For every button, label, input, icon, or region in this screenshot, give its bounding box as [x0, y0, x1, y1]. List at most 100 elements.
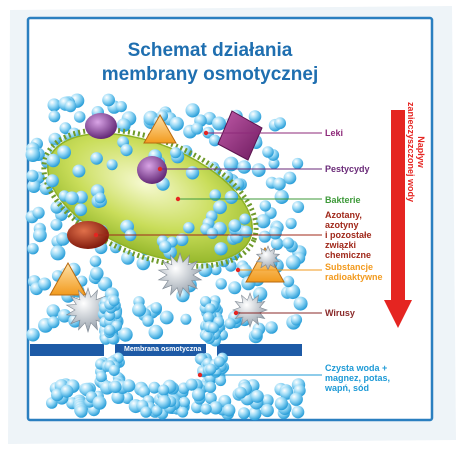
- water-bubble: [90, 152, 103, 165]
- side-label-line-2: zanieczyszczonej wody: [406, 102, 416, 203]
- water-bubble: [201, 330, 213, 342]
- water-bubble: [46, 304, 60, 318]
- water-bubble: [228, 219, 242, 233]
- water-bubble: [291, 405, 305, 419]
- label-azotany-line-4: związki: [325, 240, 357, 250]
- water-bubble: [175, 233, 189, 247]
- title-line-2: membrany osmotycznej: [101, 64, 319, 85]
- water-bubble: [118, 327, 133, 342]
- leader-dot: [93, 232, 99, 238]
- leader-dot: [175, 196, 181, 202]
- water-bubble: [224, 318, 236, 330]
- side-label: Napływ zanieczyszczonej wody: [406, 102, 426, 202]
- purple-blob-icon: [85, 113, 117, 139]
- water-bubble: [151, 405, 163, 417]
- water-bubble: [109, 380, 122, 393]
- nitrate-blob-icon: [67, 221, 109, 249]
- label-clean-water-line-1: Czysta woda +: [325, 363, 388, 373]
- label-leki: Leki: [325, 128, 344, 138]
- water-bubble: [228, 281, 242, 295]
- leader-dot: [157, 166, 163, 172]
- water-bubble: [292, 201, 305, 213]
- water-bubble: [108, 364, 120, 376]
- water-bubble: [26, 169, 39, 182]
- water-bubble: [232, 178, 245, 191]
- label-azotany: Azotany, azotyny i pozostałe związki che…: [325, 210, 372, 260]
- water-bubble: [111, 390, 125, 404]
- water-bubble: [250, 389, 264, 403]
- water-bubble: [238, 407, 250, 420]
- water-bubble: [185, 378, 198, 391]
- water-bubble: [132, 302, 147, 317]
- water-bubble: [282, 237, 295, 249]
- water-bubble: [97, 276, 113, 292]
- label-leader-lines: [93, 130, 322, 378]
- water-bubble: [285, 255, 301, 270]
- water-bubble: [104, 324, 116, 336]
- water-bubble: [27, 243, 39, 255]
- leader-dot: [203, 130, 209, 136]
- water-bubble: [48, 132, 62, 146]
- water-bubble: [47, 98, 61, 112]
- water-bubble: [169, 116, 184, 131]
- water-bubble: [191, 388, 206, 402]
- water-bubble: [59, 122, 72, 135]
- water-bubble: [138, 385, 150, 398]
- water-bubble: [46, 153, 60, 168]
- label-clean-water-line-2: magnez, potas,: [325, 373, 391, 383]
- water-bubble: [274, 189, 289, 204]
- water-bubble: [65, 191, 79, 205]
- water-bubble: [200, 403, 212, 415]
- water-bubble: [293, 296, 308, 311]
- water-bubble: [92, 395, 107, 410]
- water-bubble: [208, 322, 219, 334]
- water-bubble: [159, 240, 172, 253]
- label-clean-water-line-3: wapń, sód: [325, 383, 370, 393]
- water-bubble: [120, 144, 133, 157]
- membrane-bar: [30, 344, 302, 356]
- water-bubble: [178, 396, 190, 408]
- water-bubble: [106, 159, 118, 171]
- water-bubble: [51, 388, 64, 402]
- leader-dot: [233, 310, 239, 316]
- water-bubble: [33, 228, 47, 243]
- water-bubble: [45, 174, 59, 188]
- water-bubble: [239, 213, 251, 225]
- label-azotany-line-3: i pozostałe: [325, 230, 372, 240]
- water-bubble: [121, 392, 134, 405]
- label-pestycydy: Pestycydy: [325, 164, 370, 174]
- water-bubble: [274, 117, 286, 130]
- water-bubble: [258, 230, 271, 243]
- inflow-arrow-icon: [384, 110, 412, 328]
- virus-icon: [232, 292, 268, 328]
- water-bubble: [148, 324, 164, 340]
- water-bubble: [272, 177, 286, 191]
- water-bubble: [32, 206, 45, 219]
- water-bubble: [48, 110, 61, 123]
- water-bubble: [158, 384, 170, 396]
- water-bubble: [214, 242, 228, 256]
- water-bubble: [108, 295, 120, 307]
- water-bubble: [185, 103, 200, 118]
- water-bubble: [170, 147, 182, 159]
- membrane-pore-2: [206, 344, 217, 356]
- water-bubble: [89, 255, 102, 268]
- water-bubble: [122, 379, 136, 393]
- water-bubble: [60, 384, 74, 398]
- water-bubble: [285, 217, 297, 230]
- water-bubble: [262, 146, 274, 158]
- water-bubble: [72, 164, 86, 178]
- water-bubble: [140, 406, 152, 418]
- water-bubble: [150, 302, 162, 314]
- water-bubble: [259, 200, 271, 212]
- water-bubble: [142, 315, 154, 327]
- water-bubble: [57, 309, 72, 323]
- water-bubble: [204, 303, 216, 315]
- label-azotany-line-2: azotyny: [325, 220, 359, 230]
- leader-dot: [197, 372, 203, 378]
- water-bubble: [38, 277, 52, 291]
- triangle-icon-left: [49, 261, 87, 296]
- water-bubble: [180, 313, 192, 325]
- water-bubble: [261, 394, 274, 407]
